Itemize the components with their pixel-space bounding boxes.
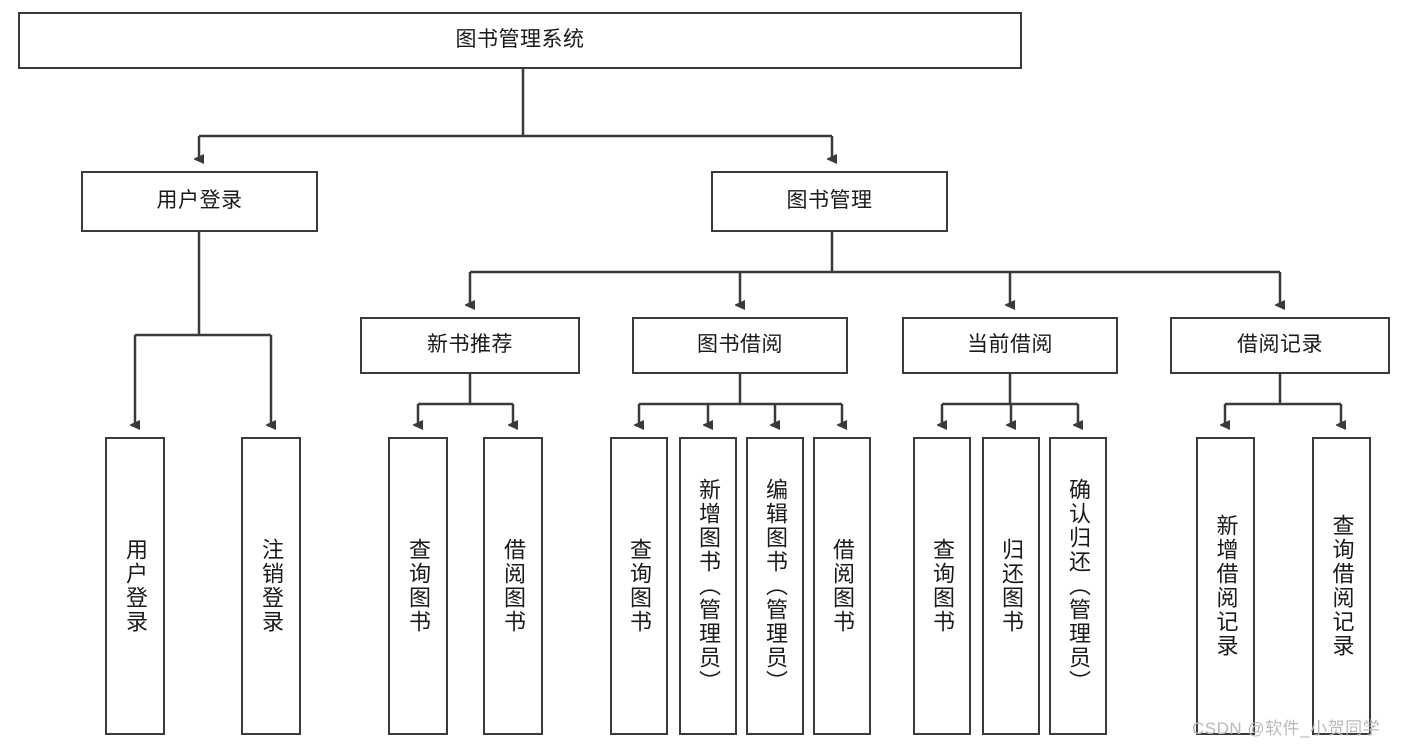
edge-bookborrow-to-leaves [639,374,842,425]
node-leaf-add-record[interactable]: 新增借阅记录 [1196,437,1255,735]
node-leaf-borrow-book[interactable]: 借阅图书 [813,437,871,735]
csdn-watermark: CSDN @软件_小贺同学 [1192,719,1381,738]
node-leaf-query-book-borrow-label: 查询图书 [627,538,652,634]
node-leaf-return-book[interactable]: 归还图书 [982,437,1040,735]
node-user-login-label: 用户登录 [156,189,243,213]
node-current-borrow[interactable]: 当前借阅 [902,317,1118,374]
node-new-book-rec[interactable]: 新书推荐 [360,317,580,374]
node-leaf-edit-book-label: 编辑图书（管理员） [763,478,788,694]
node-leaf-logout[interactable]: 注销登录 [241,437,301,735]
edge-root-to-level2 [199,69,832,159]
node-leaf-query-book-current[interactable]: 查询图书 [913,437,971,735]
node-leaf-user-login[interactable]: 用户登录 [105,437,165,735]
edge-currentborrow-to-leaves [942,374,1078,425]
node-current-borrow-label: 当前借阅 [967,333,1053,357]
node-leaf-query-book-current-label: 查询图书 [930,538,955,634]
node-leaf-confirm-return[interactable]: 确认归还（管理员） [1049,437,1107,735]
node-user-login[interactable]: 用户登录 [81,171,318,232]
node-leaf-query-book-borrow[interactable]: 查询图书 [610,437,668,735]
node-leaf-borrow-book-rec[interactable]: 借阅图书 [483,437,543,735]
node-leaf-logout-label: 注销登录 [259,538,284,634]
node-leaf-user-login-label: 用户登录 [123,538,148,634]
node-leaf-add-book[interactable]: 新增图书（管理员） [679,437,737,735]
node-leaf-return-book-label: 归还图书 [999,538,1024,634]
edge-newbook-to-leaves [418,374,513,425]
node-new-book-rec-label: 新书推荐 [427,333,513,357]
node-leaf-query-book-rec-label: 查询图书 [406,538,431,634]
node-leaf-query-record-label: 查询借阅记录 [1329,514,1355,658]
edge-bookmanage-to-level3 [470,232,1280,305]
node-book-manage[interactable]: 图书管理 [711,171,948,232]
node-leaf-edit-book[interactable]: 编辑图书（管理员） [746,437,804,735]
node-book-manage-label: 图书管理 [786,189,873,213]
node-leaf-add-record-label: 新增借阅记录 [1213,514,1239,658]
node-root-label: 图书管理系统 [455,28,585,52]
node-leaf-confirm-return-label: 确认归还（管理员） [1066,478,1091,694]
node-borrow-record[interactable]: 借阅记录 [1170,317,1390,374]
node-leaf-add-book-label: 新增图书（管理员） [696,478,721,694]
node-book-borrow[interactable]: 图书借阅 [632,317,848,374]
node-leaf-query-record[interactable]: 查询借阅记录 [1312,437,1371,735]
node-book-borrow-label: 图书借阅 [697,333,783,357]
node-leaf-borrow-book-rec-label: 借阅图书 [501,538,526,634]
node-root[interactable]: 图书管理系统 [18,12,1022,69]
node-borrow-record-label: 借阅记录 [1237,333,1323,357]
edge-userlogin-to-leaves [135,232,271,425]
edge-borrowrecord-to-leaves [1225,374,1341,425]
node-leaf-borrow-book-label: 借阅图书 [830,538,855,634]
node-leaf-query-book-rec[interactable]: 查询图书 [388,437,448,735]
